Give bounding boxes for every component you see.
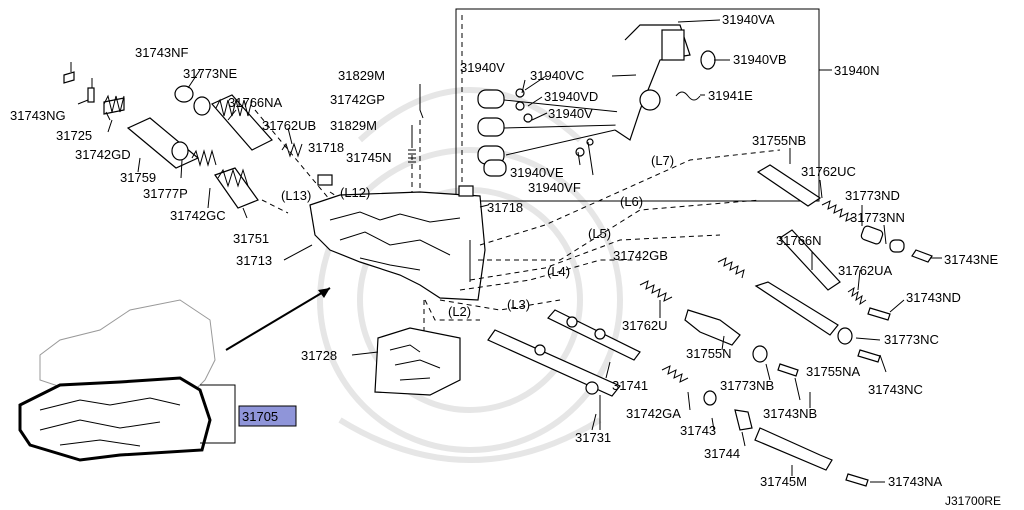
diagram-code: J31700RE: [945, 494, 1001, 508]
label-31773NC: 31773NC: [884, 332, 939, 347]
label-31940V-upper: 31940V: [460, 60, 505, 75]
label-31762UC: 31762UC: [801, 164, 856, 179]
label-31755NA: 31755NA: [806, 364, 861, 379]
label-31940VD: 31940VD: [544, 89, 598, 104]
label-31728: 31728: [301, 348, 337, 363]
label-31940V-lower: 31940V: [548, 106, 593, 121]
label-31745M: 31745M: [760, 474, 807, 489]
label-31713: 31713: [236, 253, 272, 268]
label-31940VB: 31940VB: [733, 52, 787, 67]
label-31743NB: 31743NB: [763, 406, 817, 421]
label-31773NB: 31773NB: [720, 378, 774, 393]
label-31762UA: 31762UA: [838, 263, 893, 278]
label-31773ND: 31773ND: [845, 188, 900, 203]
label-31829M-mid: 31829M: [330, 118, 377, 133]
label-31725: 31725: [56, 128, 92, 143]
label-31743NG: 31743NG: [10, 108, 66, 123]
label-L3: (L3): [507, 297, 530, 312]
label-31743NC: 31743NC: [868, 382, 923, 397]
label-31751: 31751: [233, 231, 269, 246]
label-31743: 31743: [680, 423, 716, 438]
label-31741: 31741: [612, 378, 648, 393]
label-31773NN: 31773NN: [850, 210, 905, 225]
label-31941E: 31941E: [708, 88, 753, 103]
label-L4: (L4): [547, 264, 570, 279]
label-31705[interactable]: 31705: [242, 409, 278, 424]
label-L5: (L5): [588, 226, 611, 241]
label-31755N: 31755N: [686, 346, 732, 361]
label-31744: 31744: [704, 446, 740, 461]
label-31745N: 31745N: [346, 150, 392, 165]
label-L13: (L13): [281, 188, 311, 203]
label-31766N: 31766N: [776, 233, 822, 248]
label-31762UB: 31762UB: [262, 118, 316, 133]
label-31773NE: 31773NE: [183, 66, 238, 81]
label-31755NB: 31755NB: [752, 133, 806, 148]
label-31742GA: 31742GA: [626, 406, 681, 421]
label-31940VA: 31940VA: [722, 12, 775, 27]
valve-body-31713: [309, 174, 486, 301]
label-31742GP: 31742GP: [330, 92, 385, 107]
solenoid-assembly: [477, 24, 716, 177]
label-31762U: 31762U: [622, 318, 668, 333]
label-31743NF: 31743NF: [135, 45, 189, 60]
label-31743NA: 31743NA: [888, 474, 943, 489]
label-L7: (L7): [651, 153, 674, 168]
label-31742GC: 31742GC: [170, 208, 226, 223]
right-valve-group: [754, 164, 933, 487]
separator-plate-31728: [374, 327, 461, 396]
label-31718-right: 31718: [487, 200, 523, 215]
solenoid-box-frame: [455, 8, 820, 202]
label-L12: (L12): [340, 185, 370, 200]
label-31743NE: 31743NE: [944, 252, 999, 267]
label-31777P: 31777P: [143, 186, 188, 201]
label-31731: 31731: [575, 430, 611, 445]
label-31940VC: 31940VC: [530, 68, 584, 83]
label-31743ND: 31743ND: [906, 290, 961, 305]
center-valve-group: [487, 257, 833, 471]
highlight-box: [238, 405, 297, 427]
left-valve-group: [63, 71, 303, 209]
label-31940N: 31940N: [834, 63, 880, 78]
label-L2: (L2): [448, 304, 471, 319]
label-31766NA: 31766NA: [228, 95, 283, 110]
label-31940VE: 31940VE: [510, 165, 564, 180]
label-31759: 31759: [120, 170, 156, 185]
label-31742GB: 31742GB: [613, 248, 668, 263]
label-31829M-top: 31829M: [338, 68, 385, 83]
label-31742GD: 31742GD: [75, 147, 131, 162]
transmission-assembly: [18, 299, 216, 462]
label-31718-top: 31718: [308, 140, 344, 155]
label-31940VF: 31940VF: [528, 180, 581, 195]
label-L6: (L6): [620, 194, 643, 209]
